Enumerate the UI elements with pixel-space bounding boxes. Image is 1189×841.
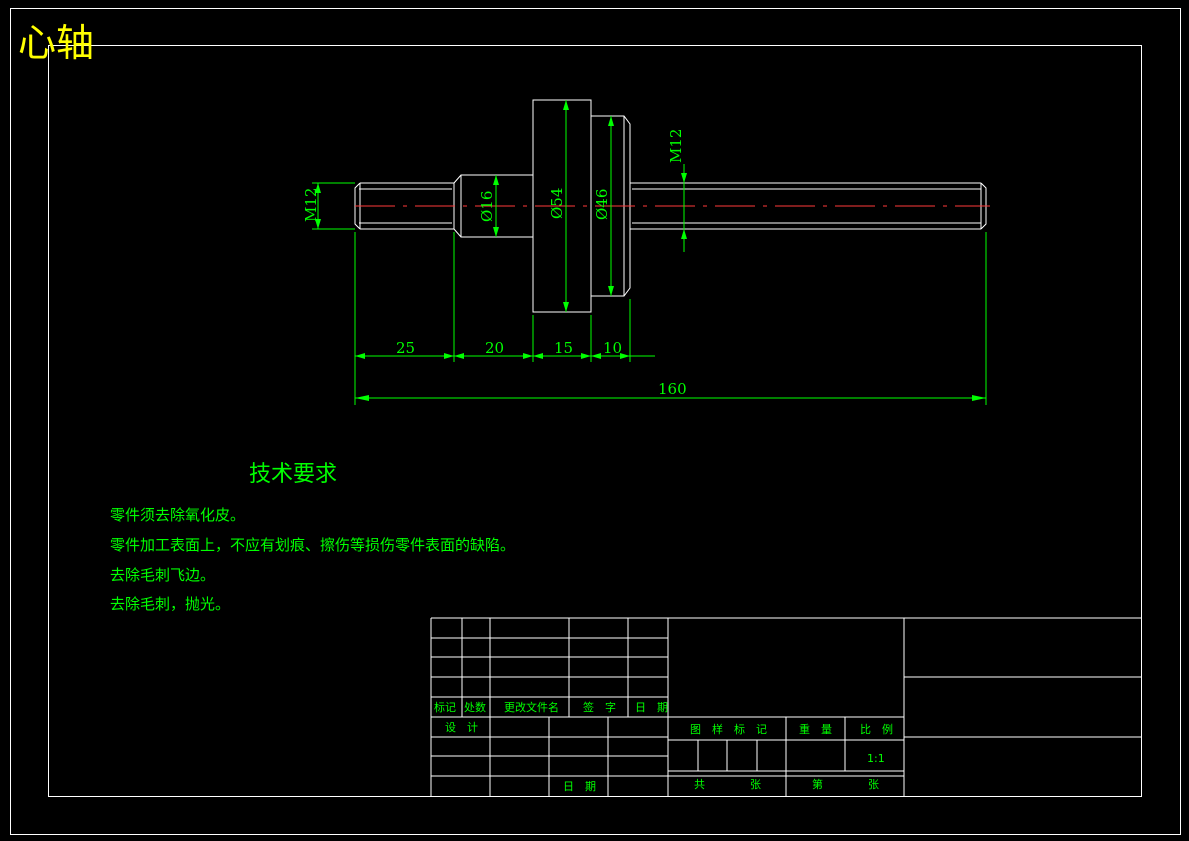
length-dims	[354, 232, 987, 405]
tb-total: 共	[694, 778, 705, 791]
dim-d54: Ø54	[548, 188, 566, 219]
tb-drawing-mark: 图 样 标 记	[690, 722, 767, 736]
shaft-outline	[354, 99, 987, 313]
tech-heading: 技术要求	[249, 462, 337, 487]
tech-item: 去除毛刺，抛光。	[110, 595, 230, 613]
tb-count: 处数	[464, 701, 486, 714]
tb-date: 日 期	[635, 701, 668, 714]
drawing-title: 心轴	[18, 21, 94, 65]
dim-len-15: 15	[554, 339, 573, 357]
diameter-dims	[312, 100, 687, 312]
dim-m12-left: M12	[302, 188, 320, 222]
dim-len-10: 10	[603, 339, 622, 357]
tb-scale-label: 比 例	[860, 722, 893, 736]
tech-item: 零件加工表面上，不应有划痕、擦伤等损伤零件表面的缺陷。	[110, 536, 515, 554]
dim-len-20: 20	[485, 339, 504, 357]
dim-len-160: 160	[658, 380, 687, 398]
tb-sheets: 张	[750, 778, 761, 791]
tb-date2: 日 期	[563, 780, 596, 793]
tech-item: 零件须去除氧化皮。	[110, 506, 245, 524]
outer-frame	[10, 8, 1181, 835]
title-block-grid	[430, 617, 1141, 796]
tb-signature: 签 字	[583, 700, 616, 714]
dim-m12-right: M12	[667, 129, 685, 163]
tb-design: 设 计	[445, 721, 478, 734]
tb-weight: 重 量	[799, 722, 832, 736]
tb-scale-value: 1:1	[867, 752, 885, 765]
inner-frame	[48, 45, 1142, 797]
tb-sheets2: 张	[868, 778, 879, 791]
dim-d46: Ø46	[593, 189, 611, 220]
dim-len-25: 25	[396, 339, 415, 357]
tb-mark: 标记	[434, 700, 456, 714]
tb-sheet-no: 第	[812, 777, 823, 791]
tb-change-doc: 更改文件名	[504, 700, 559, 714]
tech-item: 去除毛刺飞边。	[110, 566, 215, 584]
dim-d16: Ø16	[478, 191, 496, 222]
